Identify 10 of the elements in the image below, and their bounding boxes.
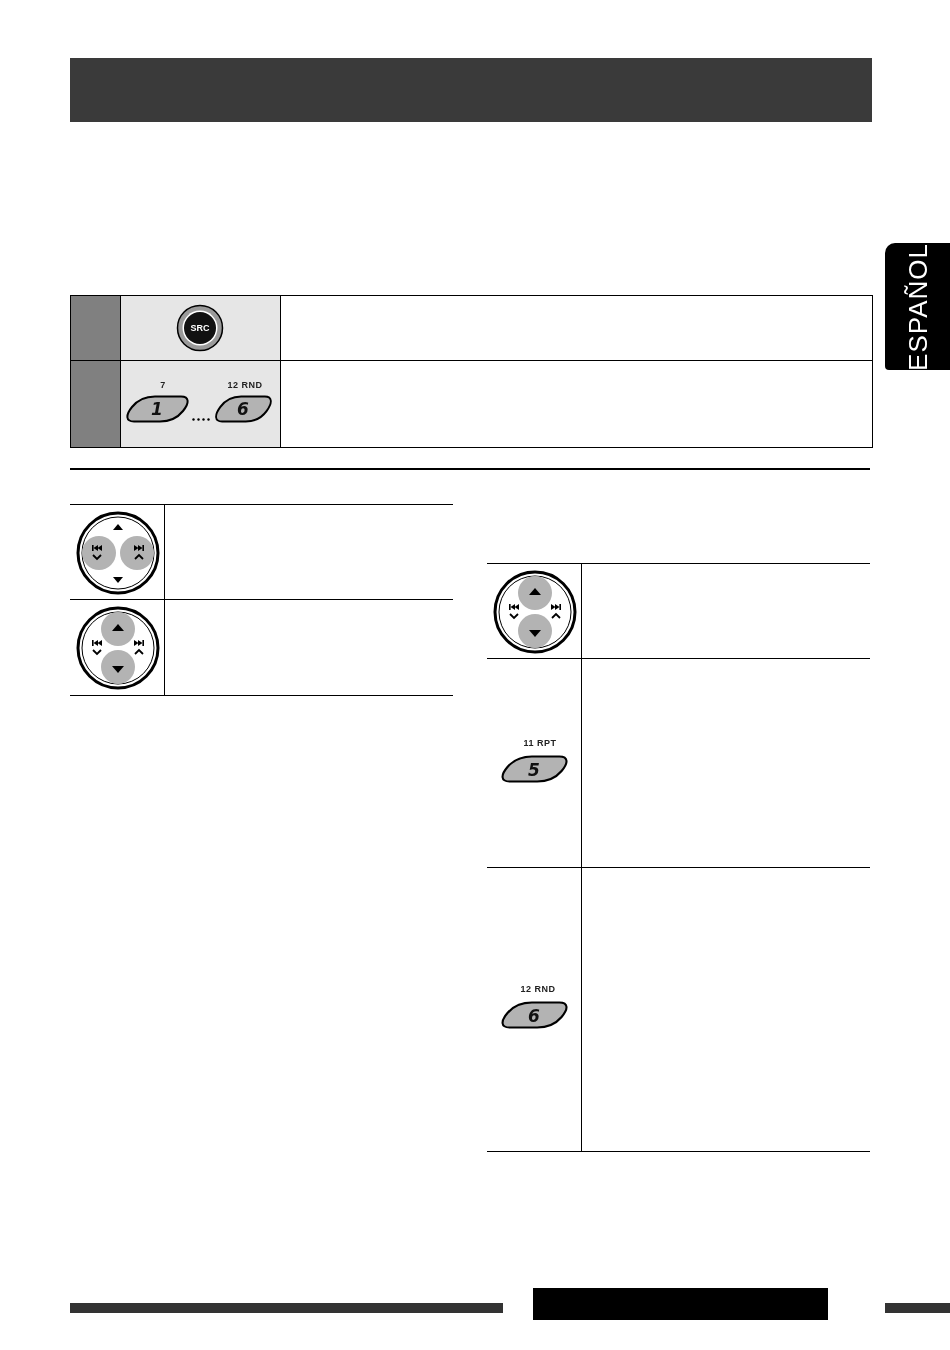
key-label: 12 RND (227, 380, 263, 390)
tab-label: ESPAÑOL (904, 242, 931, 371)
button-number: 6 (528, 1007, 540, 1025)
button-number: 5 (528, 761, 540, 779)
button-number: 6 (237, 400, 249, 418)
button-label: SRC (190, 323, 210, 333)
button-number: 1 (151, 400, 163, 418)
key-label: 7 (160, 380, 166, 390)
key-label: 12 RND (520, 984, 556, 994)
key-label: 11 RPT (523, 738, 557, 748)
